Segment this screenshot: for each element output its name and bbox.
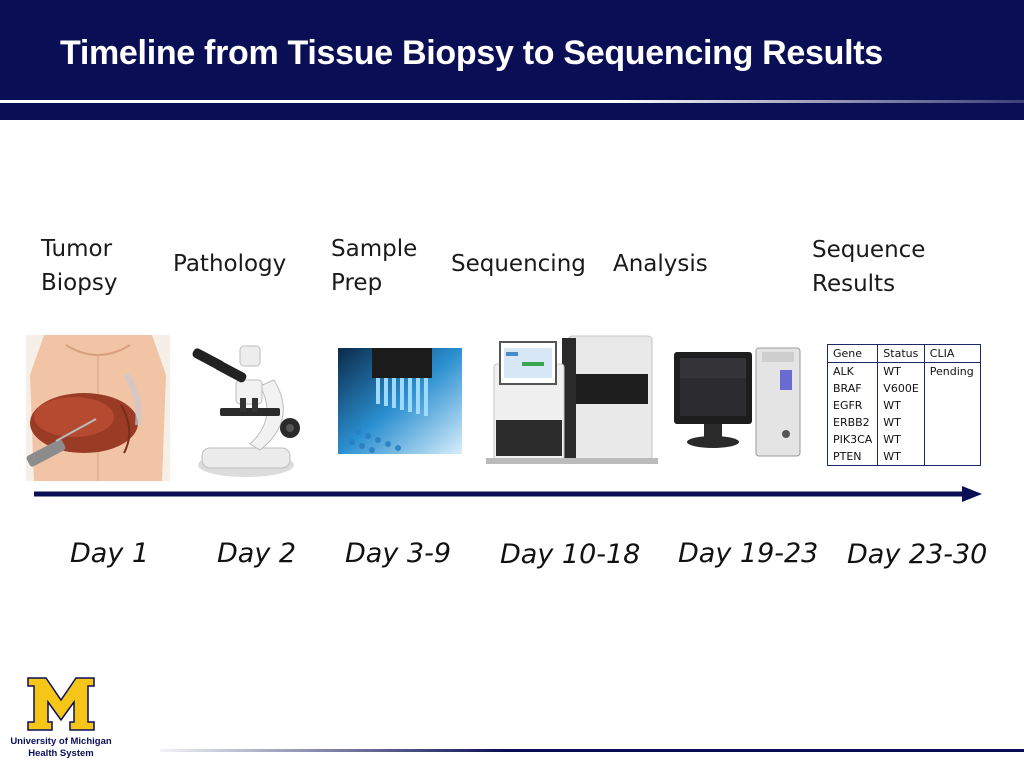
- table-cell: BRAF: [827, 380, 879, 397]
- timeline-arrow: [34, 486, 982, 502]
- pipette-plate-image: [338, 348, 462, 454]
- step-label-analysis: Analysis: [613, 251, 708, 277]
- table-cell: ERBB2: [827, 414, 879, 431]
- logo-name-line1: University of Michigan: [10, 736, 112, 747]
- day-label: Day 19-23: [678, 538, 819, 569]
- table-row: PTEN WT: [827, 448, 982, 466]
- table-cell: PIK3CA: [827, 431, 879, 448]
- table-cell: WT: [877, 448, 925, 466]
- table-row: EGFR WT: [827, 397, 982, 414]
- table-cell: [924, 414, 982, 431]
- table-row: PIK3CA WT: [827, 431, 982, 448]
- results-table: Gene Status CLIA ALK WT Pending BRAF V60…: [827, 344, 982, 466]
- table-cell: [924, 397, 982, 414]
- table-cell: [924, 431, 982, 448]
- column-header: Status: [877, 344, 925, 363]
- day-label: Day 23-30: [847, 539, 988, 570]
- table-cell: [924, 448, 982, 466]
- table-cell: ALK: [827, 362, 879, 380]
- column-header: Gene: [827, 344, 879, 363]
- table-row: ERBB2 WT: [827, 414, 982, 431]
- day-label: Day 3-9: [345, 538, 451, 569]
- microscope-image: [192, 345, 300, 477]
- slide-title: Timeline from Tissue Biopsy to Sequencin…: [60, 34, 883, 72]
- sequencer-image: [486, 335, 658, 464]
- table-row: BRAF V600E: [827, 380, 982, 397]
- column-header: CLIA: [924, 344, 982, 363]
- table-cell: Pending: [924, 362, 982, 380]
- step-label-pathology: Pathology: [173, 251, 287, 277]
- block-m-icon: [27, 677, 95, 731]
- table-row: ALK WT Pending: [827, 362, 982, 380]
- computer-image: [674, 347, 801, 457]
- step-label-sequencing: Sequencing: [451, 251, 586, 277]
- day-label: Day 2: [217, 538, 297, 569]
- day-label: Day 1: [70, 538, 150, 569]
- day-label: Day 10-18: [500, 539, 641, 570]
- university-logo: University of Michigan Health System: [6, 676, 116, 760]
- title-bar: Timeline from Tissue Biopsy to Sequencin…: [0, 0, 1024, 120]
- table-cell: [924, 380, 982, 397]
- footer-rule: [160, 749, 1024, 752]
- title-underline: [0, 100, 1024, 103]
- table-cell: V600E: [877, 380, 925, 397]
- tumor-biopsy-image: [26, 335, 170, 481]
- table-cell: WT: [877, 362, 925, 380]
- table-header-row: Gene Status CLIA: [827, 344, 982, 363]
- table-cell: WT: [877, 431, 925, 448]
- table-cell: WT: [877, 414, 925, 431]
- table-cell: EGFR: [827, 397, 879, 414]
- logo-name-line2: Health System: [28, 748, 94, 759]
- table-cell: WT: [877, 397, 925, 414]
- table-cell: PTEN: [827, 448, 879, 466]
